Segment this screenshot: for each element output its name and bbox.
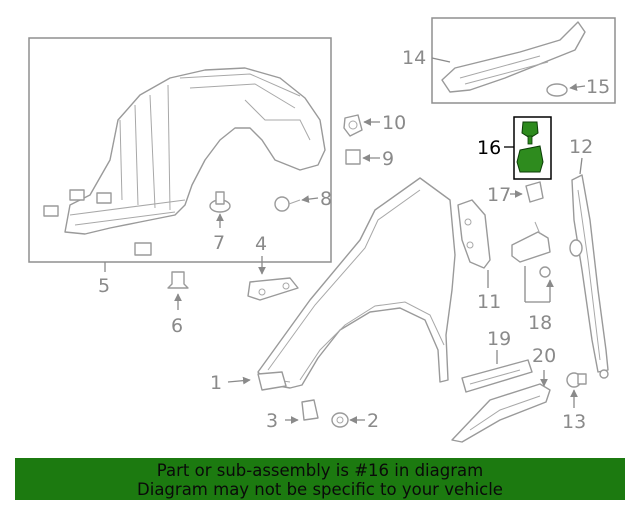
part-6: 6 <box>167 271 189 337</box>
callout-18: 18 <box>528 312 552 334</box>
callout-11: 11 <box>477 291 501 313</box>
part-16-clip <box>521 121 539 139</box>
liner-clip-a <box>43 205 59 217</box>
part-8: 8 <box>274 188 332 212</box>
part-18: 18 <box>511 221 554 334</box>
fender-liner-frame <box>28 37 332 263</box>
callout-14: 14 <box>402 47 426 69</box>
callout-16: 16 <box>477 137 501 159</box>
callout-17: 17 <box>487 184 511 206</box>
trim-panel <box>441 21 586 93</box>
part-15-clip <box>546 83 568 97</box>
trim-panel-frame <box>431 17 616 104</box>
part-16-frame <box>513 116 552 180</box>
callout-7: 7 <box>213 232 225 254</box>
callout-19: 19 <box>487 328 511 350</box>
liner-clip-c <box>96 192 112 204</box>
part-20: 20 <box>451 345 556 443</box>
part-3: 3 <box>266 399 319 432</box>
callout-4: 4 <box>255 233 267 255</box>
part-16-group: 16 <box>477 116 552 180</box>
callout-2: 2 <box>367 410 379 432</box>
fender-liner-group: 5 <box>28 37 332 297</box>
part-12: 12 <box>569 136 609 379</box>
liner-clip-b <box>69 189 85 201</box>
fender-liner <box>64 67 326 235</box>
part-4: 4 <box>247 233 299 301</box>
callout-20: 20 <box>532 345 556 367</box>
part-10: 10 <box>343 112 406 137</box>
callout-15: 15 <box>586 76 610 98</box>
part-1: 1 <box>210 371 287 394</box>
part-17: 17 <box>487 181 544 206</box>
part-19: 19 <box>461 328 533 393</box>
callout-8: 8 <box>320 188 332 210</box>
liner-clip-d <box>134 242 152 256</box>
callout-13: 13 <box>562 411 586 433</box>
part-7: 7 <box>209 191 231 254</box>
part-11: 11 <box>457 199 501 313</box>
callout-1: 1 <box>210 372 222 394</box>
fitment-notice-banner: Part or sub-assembly is #16 in diagram D… <box>15 458 625 500</box>
callout-9: 9 <box>382 148 394 170</box>
part-9: 9 <box>345 148 394 170</box>
part-16-nut <box>516 145 544 173</box>
trim-panel-group: 14 15 <box>402 17 616 104</box>
part-2: 2 <box>331 410 379 432</box>
callout-5: 5 <box>98 275 110 297</box>
part-13: 13 <box>562 372 587 433</box>
callout-3: 3 <box>266 410 278 432</box>
fender-panel <box>257 177 456 389</box>
callout-12: 12 <box>569 136 593 158</box>
callout-6: 6 <box>171 315 183 337</box>
callout-10: 10 <box>382 112 406 134</box>
notice-line-disclaimer: Diagram may not be specific to your vehi… <box>137 480 503 499</box>
notice-line-part: Part or sub-assembly is #16 in diagram <box>156 461 484 480</box>
